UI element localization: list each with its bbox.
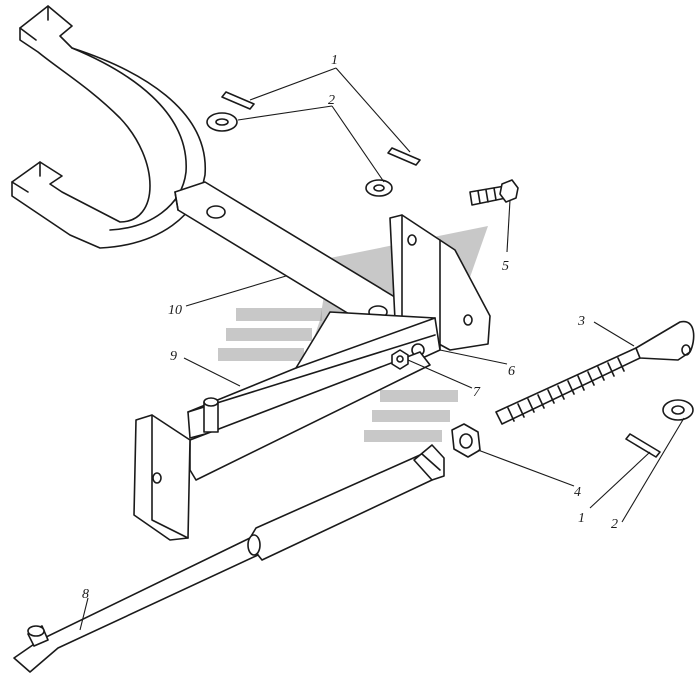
callout-labels: 1 2 5 10 3 9 6 7 4 1 2 8 xyxy=(82,53,618,602)
watermark-bar xyxy=(236,308,322,321)
cotter-pin-top-right xyxy=(387,147,421,166)
watermark-bar xyxy=(380,390,458,402)
cotter-pin-top-left xyxy=(221,91,255,110)
washer-right xyxy=(662,399,694,421)
washer-top xyxy=(206,112,238,132)
callout-label: 3 xyxy=(577,314,585,329)
watermark-bar xyxy=(372,410,450,422)
callout-label: 7 xyxy=(473,385,481,400)
callout-label: 1 xyxy=(578,511,585,526)
watermark-bar xyxy=(218,348,304,361)
callout-label: 4 xyxy=(574,485,581,500)
leader-lines xyxy=(79,67,685,631)
callout-label: 6 xyxy=(508,364,515,379)
bolt xyxy=(469,179,519,206)
adjusting-rod xyxy=(13,444,445,673)
callout-label: 2 xyxy=(328,93,335,108)
callout-label: 10 xyxy=(168,303,182,318)
callout-label: 2 xyxy=(611,517,618,532)
clamp-bracket xyxy=(11,5,411,335)
callout-label: 8 xyxy=(82,587,89,602)
mounting-bracket xyxy=(133,214,491,541)
hex-nut xyxy=(451,423,481,458)
watermark-bar xyxy=(364,430,442,442)
threaded-rod xyxy=(495,320,695,425)
callout-label: 5 xyxy=(502,259,509,274)
washer-middle xyxy=(365,179,393,197)
watermark-bar xyxy=(226,328,312,341)
callout-label: 9 xyxy=(170,349,177,364)
callout-label: 1 xyxy=(331,53,338,68)
cotter-pin-right xyxy=(625,433,661,458)
small-nut xyxy=(391,349,409,370)
tail-hole-1 xyxy=(206,205,226,219)
